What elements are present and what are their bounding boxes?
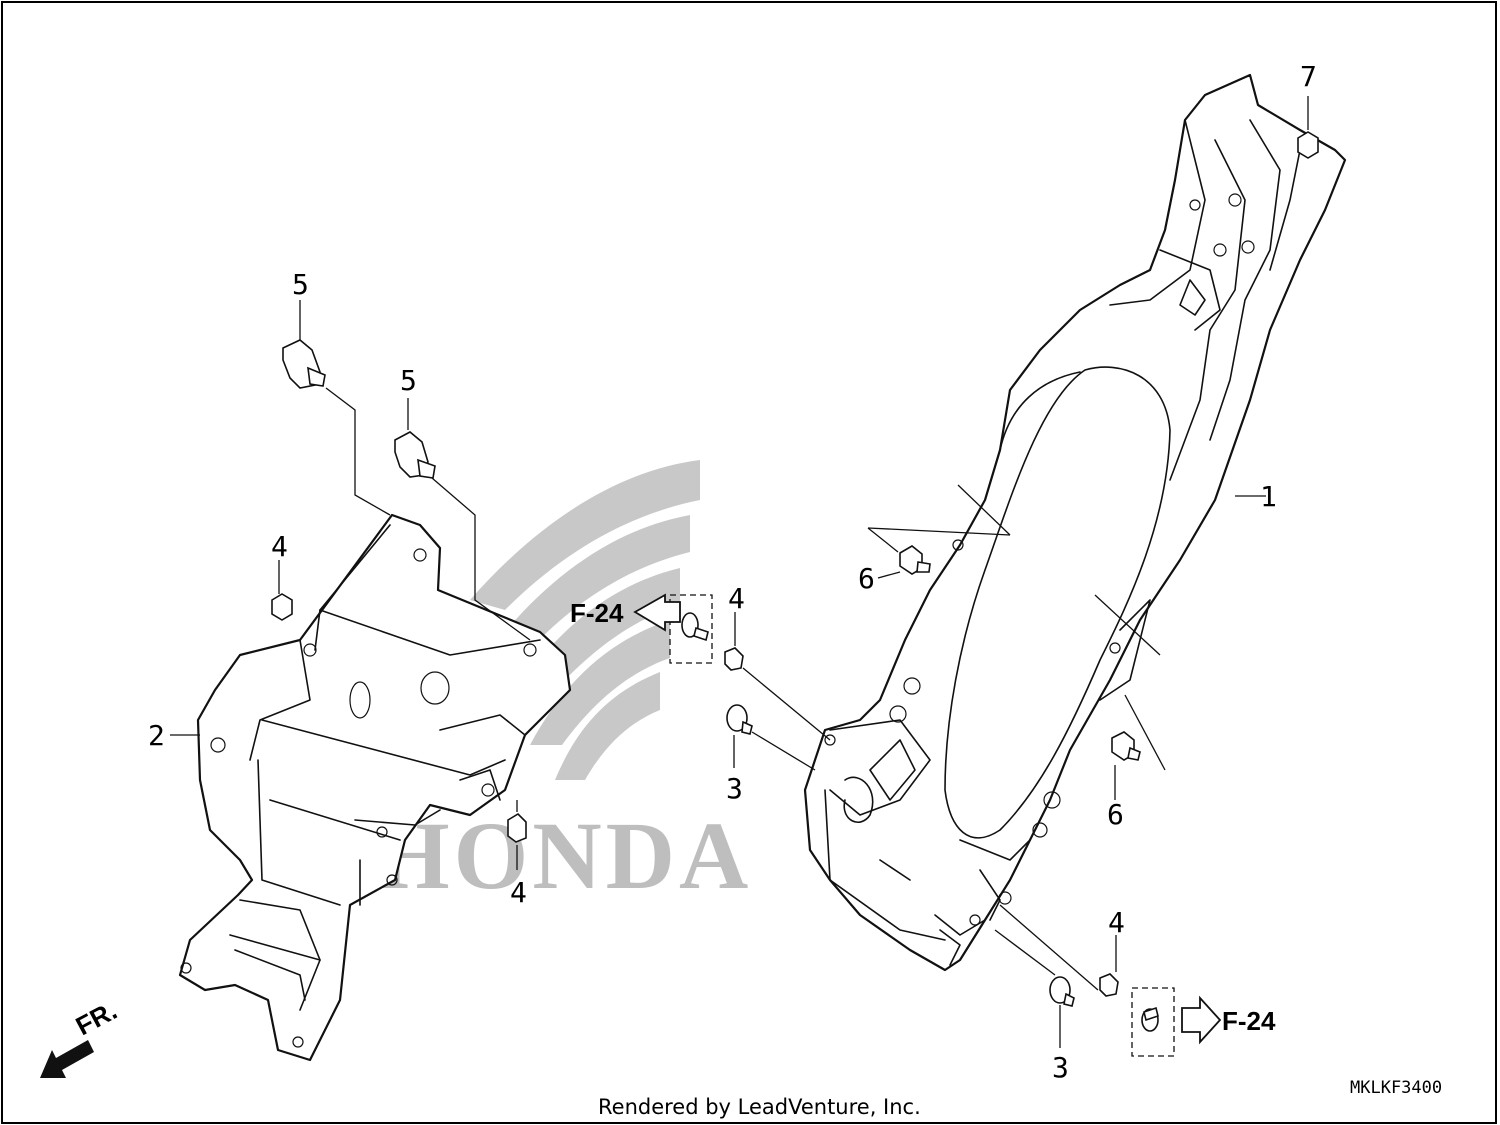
callout-6a: 6 [858,562,875,595]
watermark-text: HONDA [375,802,752,909]
fastener-5a [282,339,326,389]
callout-2: 2 [148,719,165,752]
fastener-6a [899,545,931,575]
callout-1: 1 [1260,480,1277,513]
callout-5a: 5 [292,268,309,301]
leader-lines [170,96,1309,1048]
callout-5b: 5 [400,364,417,397]
part-1-frame-cover [803,73,1347,972]
part-2-inner-cover [178,513,572,1062]
fastener-4b [507,812,527,843]
callout-4b: 4 [510,876,527,909]
fastener-4c [724,647,744,671]
fastener-4d [1099,973,1119,997]
callout-4c: 4 [728,582,745,615]
fastener-6b [1111,731,1141,761]
fastener-7 [1297,131,1319,159]
front-arrow-icon [40,1040,94,1078]
callout-3a: 3 [726,772,743,805]
drawing-code: MKLKF3400 [1350,1078,1442,1098]
ref-label-left: F-24 [570,598,624,628]
callout-7: 7 [1300,60,1317,93]
callout-4a: 4 [271,530,288,563]
callout-3b: 3 [1052,1051,1069,1084]
clip-right [1141,1006,1159,1032]
clip-box-right [1131,987,1175,1057]
front-direction-marker: FR. [40,995,122,1078]
front-label: FR. [71,995,122,1041]
callout-6b: 6 [1107,798,1124,831]
fastener-3a [726,704,753,735]
credit-line: Rendered by LeadVenture, Inc. [598,1095,921,1119]
clip-box-left [669,594,713,664]
ref-arrow-left: F-24 [570,593,681,632]
callout-4d: 4 [1108,906,1125,939]
clip-left [681,612,709,642]
fastener-3b [1049,976,1075,1007]
fastener-4a [271,593,293,621]
ref-label-right: F-24 [1222,1006,1276,1036]
ref-arrow-right: F-24 [1181,995,1276,1045]
fastener-5b [394,431,436,479]
